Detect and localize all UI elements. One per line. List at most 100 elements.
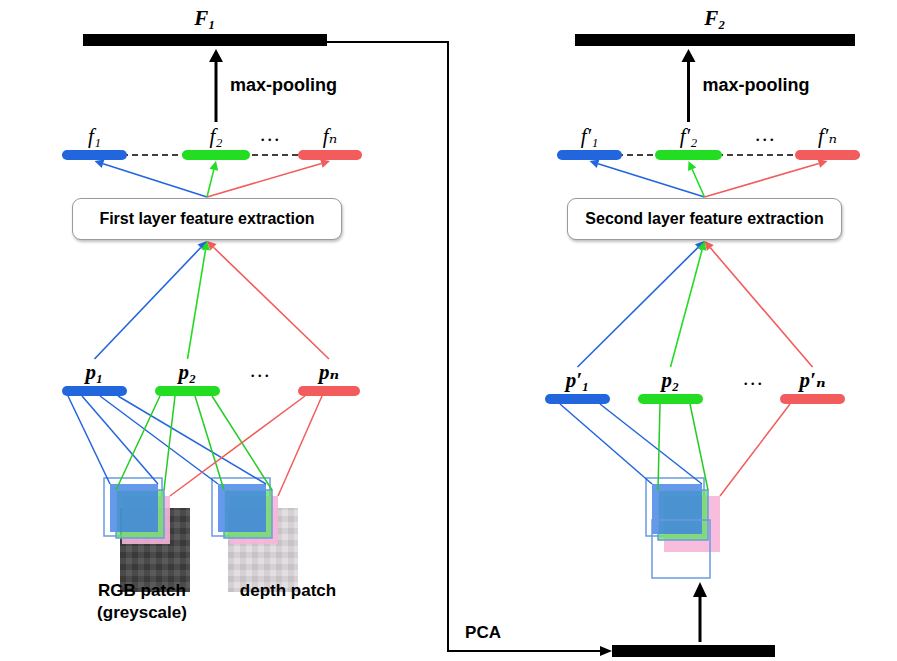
- math-label: p′ₙ: [780, 368, 845, 392]
- connector-line: [207, 164, 321, 197]
- vector-pill: [638, 394, 703, 404]
- connector-line: [215, 62, 218, 122]
- math-label: f₁: [62, 124, 127, 148]
- feature-pill: p₂: [155, 360, 220, 396]
- arrow-head: [320, 159, 330, 168]
- math-label: p₂: [638, 368, 703, 392]
- feature-pill: pₙ: [298, 360, 360, 396]
- vector-bar: [575, 34, 855, 46]
- ellipsis: …: [255, 122, 285, 146]
- feature-pill: p′ₙ: [780, 368, 845, 404]
- vector-pill: [557, 150, 622, 160]
- vector-pill: [795, 150, 860, 160]
- arrow-head: [207, 241, 217, 250]
- math-label: f₂: [182, 124, 250, 148]
- connector-line: [103, 164, 207, 197]
- edge-label: max-pooling: [701, 75, 812, 96]
- pooling-arrow: [209, 49, 223, 122]
- math-label: p′₁: [545, 368, 610, 392]
- feature-patch: [646, 478, 720, 578]
- vector-pill: [298, 150, 362, 160]
- connector-line: [95, 248, 201, 359]
- feature-pill: p′₁: [545, 368, 610, 404]
- caption: RGB patch (greyscale): [72, 580, 212, 624]
- process-box: Second layer feature extraction: [567, 198, 842, 240]
- connector: [705, 159, 828, 197]
- connector-line: [687, 62, 690, 122]
- pca-line: [327, 42, 602, 651]
- math-label: f′₂: [655, 124, 722, 148]
- arrow-head: [209, 161, 218, 171]
- box-title: Second layer feature extraction: [585, 210, 823, 228]
- process-box: First layer feature extraction: [72, 198, 342, 240]
- connector: [578, 241, 705, 367]
- feature-pill: p₂: [638, 368, 703, 404]
- feature-pill: f′₁: [557, 124, 622, 160]
- feature-pill: f′₂: [655, 124, 722, 160]
- depth-patch: [212, 478, 298, 592]
- vector-pill: [545, 394, 610, 404]
- edge-label: max-pooling: [228, 75, 339, 96]
- patch-lines: [560, 404, 790, 496]
- math-label: fₙ: [298, 124, 362, 148]
- math-label: p₁: [62, 360, 127, 384]
- connector: [207, 241, 329, 359]
- vector-bar: [83, 34, 327, 46]
- feature-pill: f₁: [62, 124, 127, 160]
- ellipsis: …: [750, 122, 780, 146]
- connector: [207, 159, 330, 197]
- feature-pill: p₁: [62, 360, 127, 396]
- connector-line: [692, 169, 704, 197]
- arrow-head: [705, 241, 714, 251]
- feature-pill: fₙ: [298, 124, 362, 160]
- math-label: f′₁: [557, 124, 622, 148]
- connector-line: [188, 250, 206, 359]
- caption: depth patch: [228, 580, 348, 602]
- connector: [590, 159, 705, 197]
- ellipsis: …: [245, 358, 275, 382]
- connector-line: [578, 247, 699, 367]
- connector: [688, 161, 704, 197]
- arrow-head: [682, 49, 696, 62]
- connector: [207, 161, 218, 197]
- vector-pill: [155, 386, 220, 396]
- feature-pill: f₂: [182, 124, 250, 160]
- pooling-arrow: [682, 49, 696, 122]
- connector: [95, 159, 208, 197]
- math-label: p₂: [155, 360, 220, 384]
- vector-pill: [182, 150, 250, 160]
- connector: [671, 241, 707, 367]
- up-arrow: [699, 596, 702, 642]
- connector-line: [710, 248, 812, 367]
- connector-line: [671, 250, 703, 367]
- connector: [95, 241, 208, 359]
- vector-pill: [655, 150, 722, 160]
- connector: [705, 241, 813, 367]
- feature-pill: f′ₙ: [795, 124, 860, 160]
- vector-pill: [780, 394, 845, 404]
- vector-pill: [298, 386, 360, 396]
- arrow-head: [95, 159, 105, 168]
- rgb-patch: [104, 478, 190, 592]
- feature-bar: F₂: [575, 6, 855, 46]
- math-label: F₂: [575, 6, 855, 30]
- vector-pill: [62, 386, 127, 396]
- feature-bar: F₁: [83, 6, 327, 46]
- box-title: First layer feature extraction: [99, 210, 314, 228]
- connector-line: [207, 170, 214, 197]
- vector-pill: [62, 150, 127, 160]
- arrow-head: [818, 159, 828, 168]
- caption: PCA: [458, 622, 508, 644]
- arrow-head: [600, 646, 612, 656]
- arrow-head: [209, 49, 223, 62]
- math-label: pₙ: [298, 360, 360, 384]
- math-label: f′ₙ: [795, 124, 860, 148]
- connector: [188, 241, 210, 359]
- math-label: F₁: [83, 6, 327, 30]
- connector-line: [705, 164, 819, 197]
- arrow-head: [693, 582, 707, 597]
- ellipsis: …: [738, 366, 768, 390]
- connector-line: [213, 247, 329, 359]
- arrow-head: [688, 161, 696, 171]
